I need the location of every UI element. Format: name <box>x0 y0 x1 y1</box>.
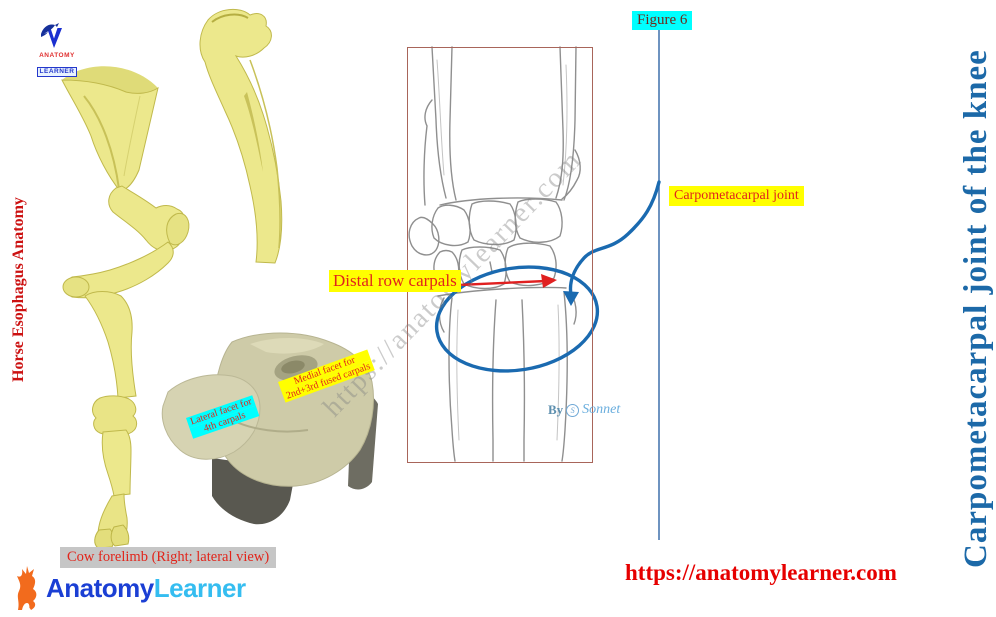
knee-joint-sketch <box>408 46 581 462</box>
sonnet-logo-icon: S <box>566 403 580 417</box>
curved-arrow <box>563 180 661 306</box>
figure-number-label: Figure 6 <box>632 11 693 31</box>
joint-highlight-ellipse <box>434 265 600 373</box>
radius-ulna-bone <box>199 8 283 264</box>
page-title-vertical: Carpometacarpal joint of the knee <box>958 49 994 568</box>
leaping-goat-v-icon <box>41 23 62 48</box>
logo-bottom-word1: Anatomy <box>46 572 154 603</box>
sketch-frame <box>407 47 593 463</box>
byline-prefix: By <box>548 402 564 417</box>
anatomylearner-logo-top: ANATOMY LEARNER <box>28 22 86 78</box>
website-url-link[interactable]: https://anatomylearner.com <box>625 560 897 585</box>
logo-top-word1: ANATOMY <box>39 52 75 59</box>
byline-name: Sonnet <box>582 402 621 417</box>
logo-bottom-word2: Learner <box>153 572 246 603</box>
side-title-vertical: Horse Esophagus Anatomy <box>10 197 27 382</box>
goat-icon <box>17 566 37 610</box>
cow-forelimb-skeleton <box>61 66 190 549</box>
figure-caption: Cow forelimb (Right; lateral view) <box>60 547 277 568</box>
byline: By S Sonnet <box>548 402 620 418</box>
carpometacarpal-joint-label: Carpometacarpal joint <box>669 186 804 207</box>
distal-row-carpals-label: Distal row carpals <box>329 270 461 292</box>
logo-top-word2: LEARNER <box>36 66 78 77</box>
